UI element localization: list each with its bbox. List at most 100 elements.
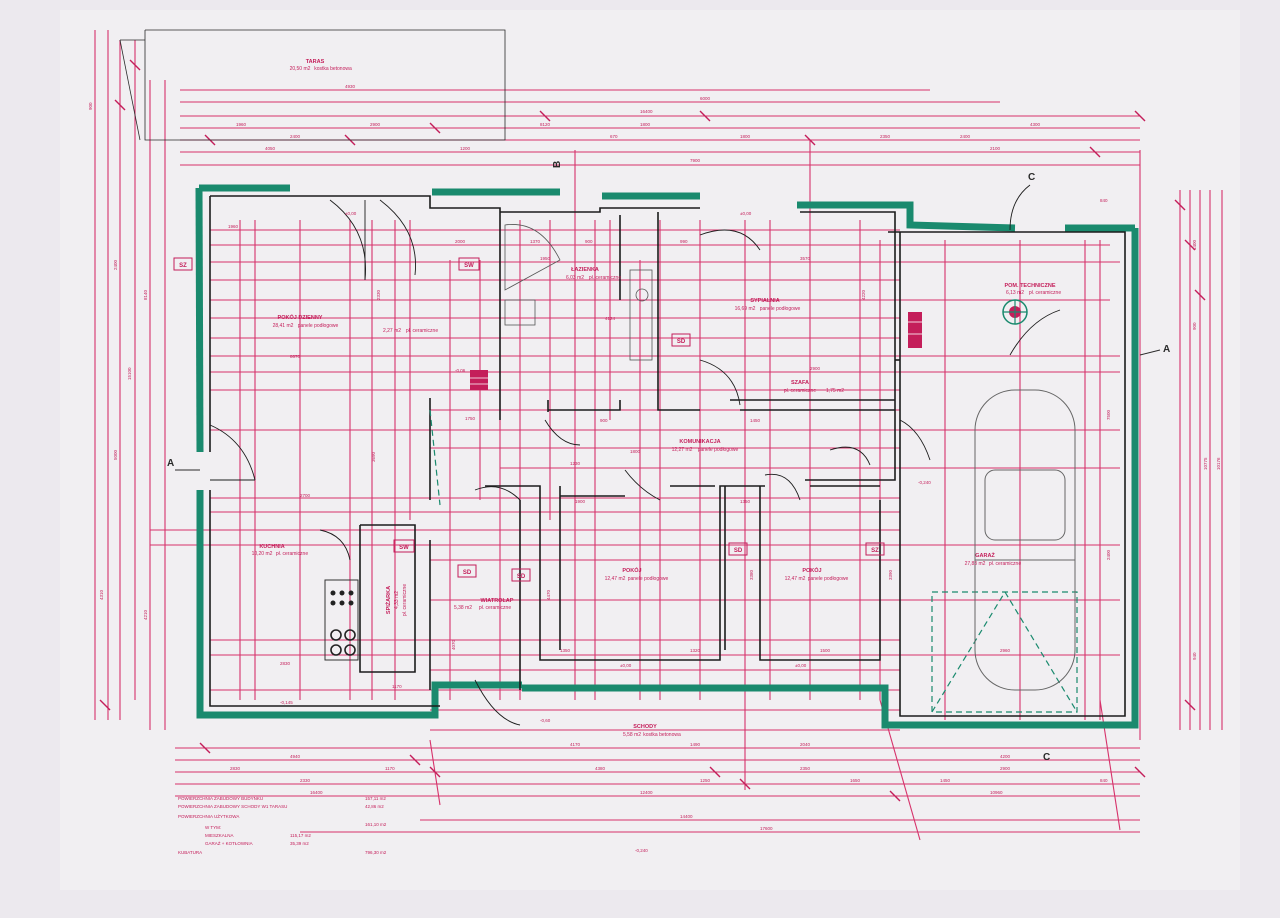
dim-label: 1230: [570, 461, 581, 466]
room-area: 27,83 m2: [965, 561, 986, 567]
dim-label: 4310: [99, 589, 104, 600]
window-symbol: SD: [734, 548, 743, 554]
dimension-labels: 4930 6000 16400 1960 2400 1800 2900 8120…: [88, 84, 1221, 831]
room-area: 4,33 m2: [394, 591, 400, 609]
dim-label: 4170: [570, 742, 581, 747]
dim-label: 3390: [888, 569, 893, 580]
summary-label: KUBATURA: [178, 850, 202, 855]
dim-label: 840: [1100, 778, 1108, 783]
dim-label: 16400: [310, 790, 323, 795]
dim-label: 2100: [990, 146, 1001, 151]
section-markers: A A B C C: [167, 161, 1170, 763]
dim-label: 1350: [740, 499, 751, 504]
dim-label: 1450: [940, 778, 951, 783]
dim-label: 4300: [1030, 122, 1041, 127]
room-name: POKÓJ DZIENNY: [278, 313, 323, 321]
room-finish: pł. ceramiczne: [276, 551, 308, 557]
dimension-lines: [94, 30, 1223, 841]
window-symbol: SW: [464, 263, 474, 269]
section-mark-a-right: A: [1163, 344, 1170, 355]
room-name: SYPIALNIA: [750, 298, 779, 304]
room-finish: panele podłogowe: [628, 576, 669, 582]
room-name: SCHODY: [633, 724, 657, 730]
window-symbol: SD: [517, 574, 526, 580]
dim-label: 8670: [290, 354, 301, 359]
sheet: [60, 10, 1240, 890]
dim-label: 1500: [820, 648, 831, 653]
dim-label: 4050: [265, 146, 276, 151]
boiler-symbol: [1002, 299, 1028, 325]
exterior-walls: [195, 184, 1139, 729]
summary-label: MIESZKALNA: [205, 833, 234, 838]
chimney-hatching: [470, 321, 922, 385]
dim-label: 4210: [143, 609, 148, 620]
summary-value: 115,17 m2: [290, 833, 311, 838]
room-name: POKÓJ: [622, 566, 641, 574]
room-name: GARAŻ: [975, 552, 995, 559]
dim-label: 1800: [630, 449, 641, 454]
area-summary: POWIERZCHNIA ZABUDOWY BUDYNKU 157,11 m2 …: [178, 796, 387, 855]
summary-label: POWIERZCHNIA ZABUDOWY SCHODY W1 TARASU: [178, 804, 287, 809]
room-area: 1,75 m2: [826, 388, 844, 394]
dim-label: 3380: [749, 569, 754, 580]
dim-label: 1450: [750, 418, 761, 423]
dim-label: 2040: [800, 742, 811, 747]
dim-label: 2830: [280, 661, 291, 666]
dim-label: 6000: [700, 96, 711, 101]
dim-label: 2900: [1000, 766, 1011, 771]
room-name: POKÓJ: [802, 566, 821, 574]
dim-label: 1750: [465, 416, 476, 421]
dim-label: 5000: [113, 449, 118, 460]
summary-value: 35,39 m2: [290, 841, 309, 846]
dim-label: 1650: [850, 778, 861, 783]
dim-label: 4380: [595, 766, 606, 771]
summary-label: POWIERZCHNIA UŻYTKOWA: [178, 813, 239, 819]
dim-label: 3570: [800, 256, 811, 261]
room-finish: pł. ceramiczne: [784, 388, 816, 394]
room-name: SZAFA: [791, 380, 809, 386]
dimension-ticks: [99, 59, 1206, 802]
summary-label: W TYM:: [205, 825, 221, 830]
dim-label: 1170: [385, 766, 395, 771]
level-mark: -0,145: [280, 700, 293, 705]
dim-label: 2700: [300, 493, 311, 498]
room-name: KOMUNIKACJA: [679, 439, 720, 445]
level-mark: ±0,00: [795, 663, 807, 668]
dim-label: 7900: [690, 158, 701, 163]
section-mark-c-top: C: [1028, 172, 1035, 183]
dim-label: 12400: [640, 790, 653, 795]
room-name: WIATROŁAP: [481, 598, 514, 604]
dim-label: 1350: [560, 648, 571, 653]
room-area: 5,58 m2: [623, 732, 641, 738]
level-marks: -0,60 ±0,00 ±0,00 ±0,00 ±0,00 -0,240 -0,…: [280, 211, 931, 853]
dim-label: 10960: [990, 790, 1003, 795]
dim-label: 2400: [960, 134, 971, 139]
kitchen-stove: [324, 579, 359, 661]
dim-label: 4940: [290, 754, 301, 759]
room-area: 12,27 m2: [672, 447, 693, 453]
room-labels: POKÓJ DZIENNY 28,41 m2 panele podłogowe …: [252, 59, 1062, 738]
dim-label: 2960: [1000, 648, 1011, 653]
window-symbol: SD: [463, 570, 472, 576]
level-mark: ±0,00: [345, 211, 357, 216]
summary-label: POWIERZCHNIA ZABUDOWY BUDYNKU: [178, 796, 263, 801]
summary-value: 157,11 m2: [365, 796, 386, 801]
summary-value: 42,86 m2: [365, 804, 384, 809]
level-mark: ±0,00: [740, 211, 752, 216]
wall-core: [209, 195, 1126, 717]
dim-label: 900: [585, 239, 593, 244]
dim-label: 990: [680, 239, 688, 244]
dim-label: 1170: [392, 684, 402, 689]
room-area: 5,38 m2: [454, 605, 472, 611]
room-area: 12,47 m2: [605, 576, 626, 582]
interior-dimension-labels: 1960 2000 1370 2330 1950 990 900 4124 35…: [228, 224, 1111, 689]
room-finish: panele podłogowe: [698, 447, 739, 453]
dim-label: 2400: [113, 259, 118, 270]
dim-label: 1960: [236, 122, 247, 127]
level-mark: ±0,00: [620, 663, 632, 668]
dim-label: 2000: [455, 239, 466, 244]
dim-label: 2400: [1106, 549, 1111, 560]
dim-label: 1200: [460, 146, 471, 151]
room-area: 12,47 m2: [785, 576, 806, 582]
room-finish: kostka betonowa: [643, 732, 681, 738]
